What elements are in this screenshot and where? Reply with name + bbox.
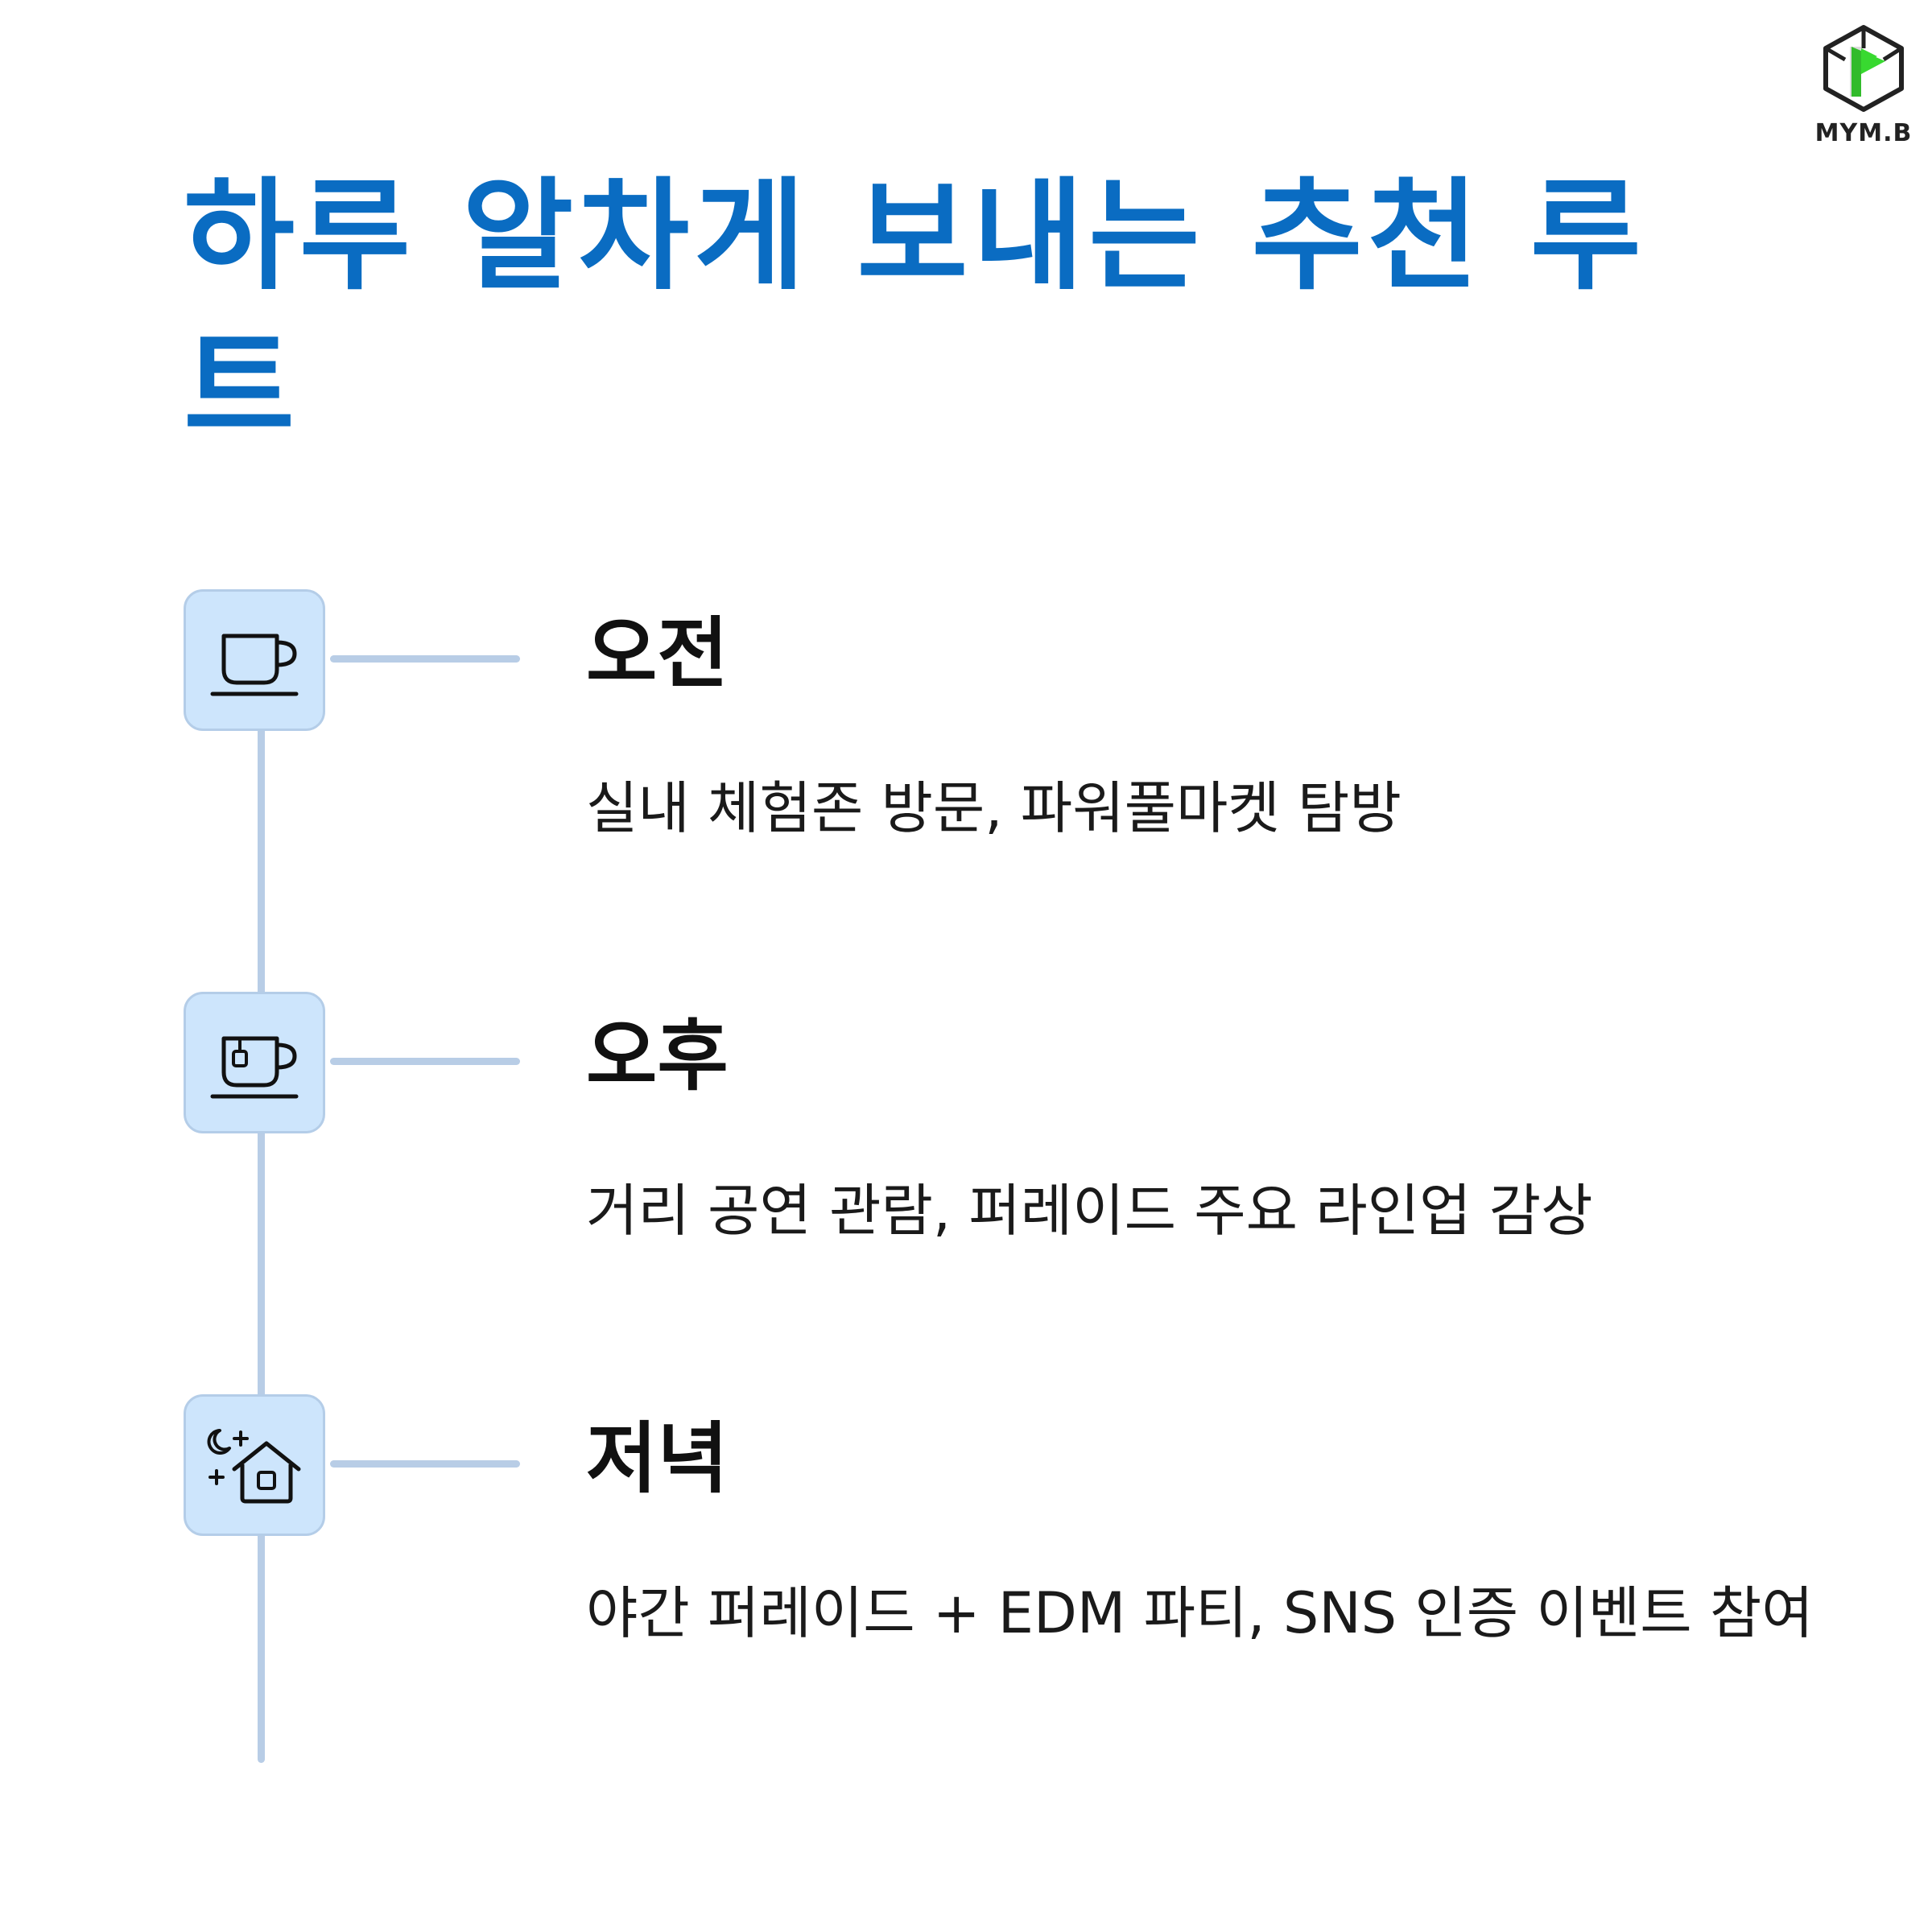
- step-title-evening: 저녁: [586, 1414, 729, 1504]
- afternoon-icon-box: [184, 992, 325, 1133]
- evening-connector: [330, 1460, 520, 1468]
- brand-logo: MYM.B: [1811, 24, 1916, 153]
- tea-cup-icon: [210, 1036, 299, 1099]
- page-title: 하루 알차게 보내는 추천 루트: [184, 167, 1646, 458]
- logo-cube-icon: [1823, 25, 1904, 112]
- step-title-morning: 오전: [586, 609, 729, 699]
- night-house-icon: [207, 1429, 301, 1504]
- step-desc-evening: 야간 퍼레이드 + EDM 파티, SNS 인증 이벤트 참여: [586, 1580, 1814, 1646]
- coffee-cup-icon: [210, 634, 299, 696]
- step-title-afternoon: 오후: [586, 1011, 729, 1101]
- afternoon-connector: [330, 1058, 520, 1065]
- timeline-spine: [258, 724, 265, 1763]
- step-desc-morning: 실내 체험존 방문, 파워풀마켓 탐방: [586, 775, 1402, 841]
- logo-text: MYM.B: [1814, 119, 1913, 147]
- evening-icon-box: [184, 1394, 325, 1536]
- morning-connector: [330, 655, 520, 663]
- morning-icon-box: [184, 589, 325, 731]
- step-desc-afternoon: 거리 공연 관람, 퍼레이드 주요 라인업 감상: [586, 1178, 1593, 1244]
